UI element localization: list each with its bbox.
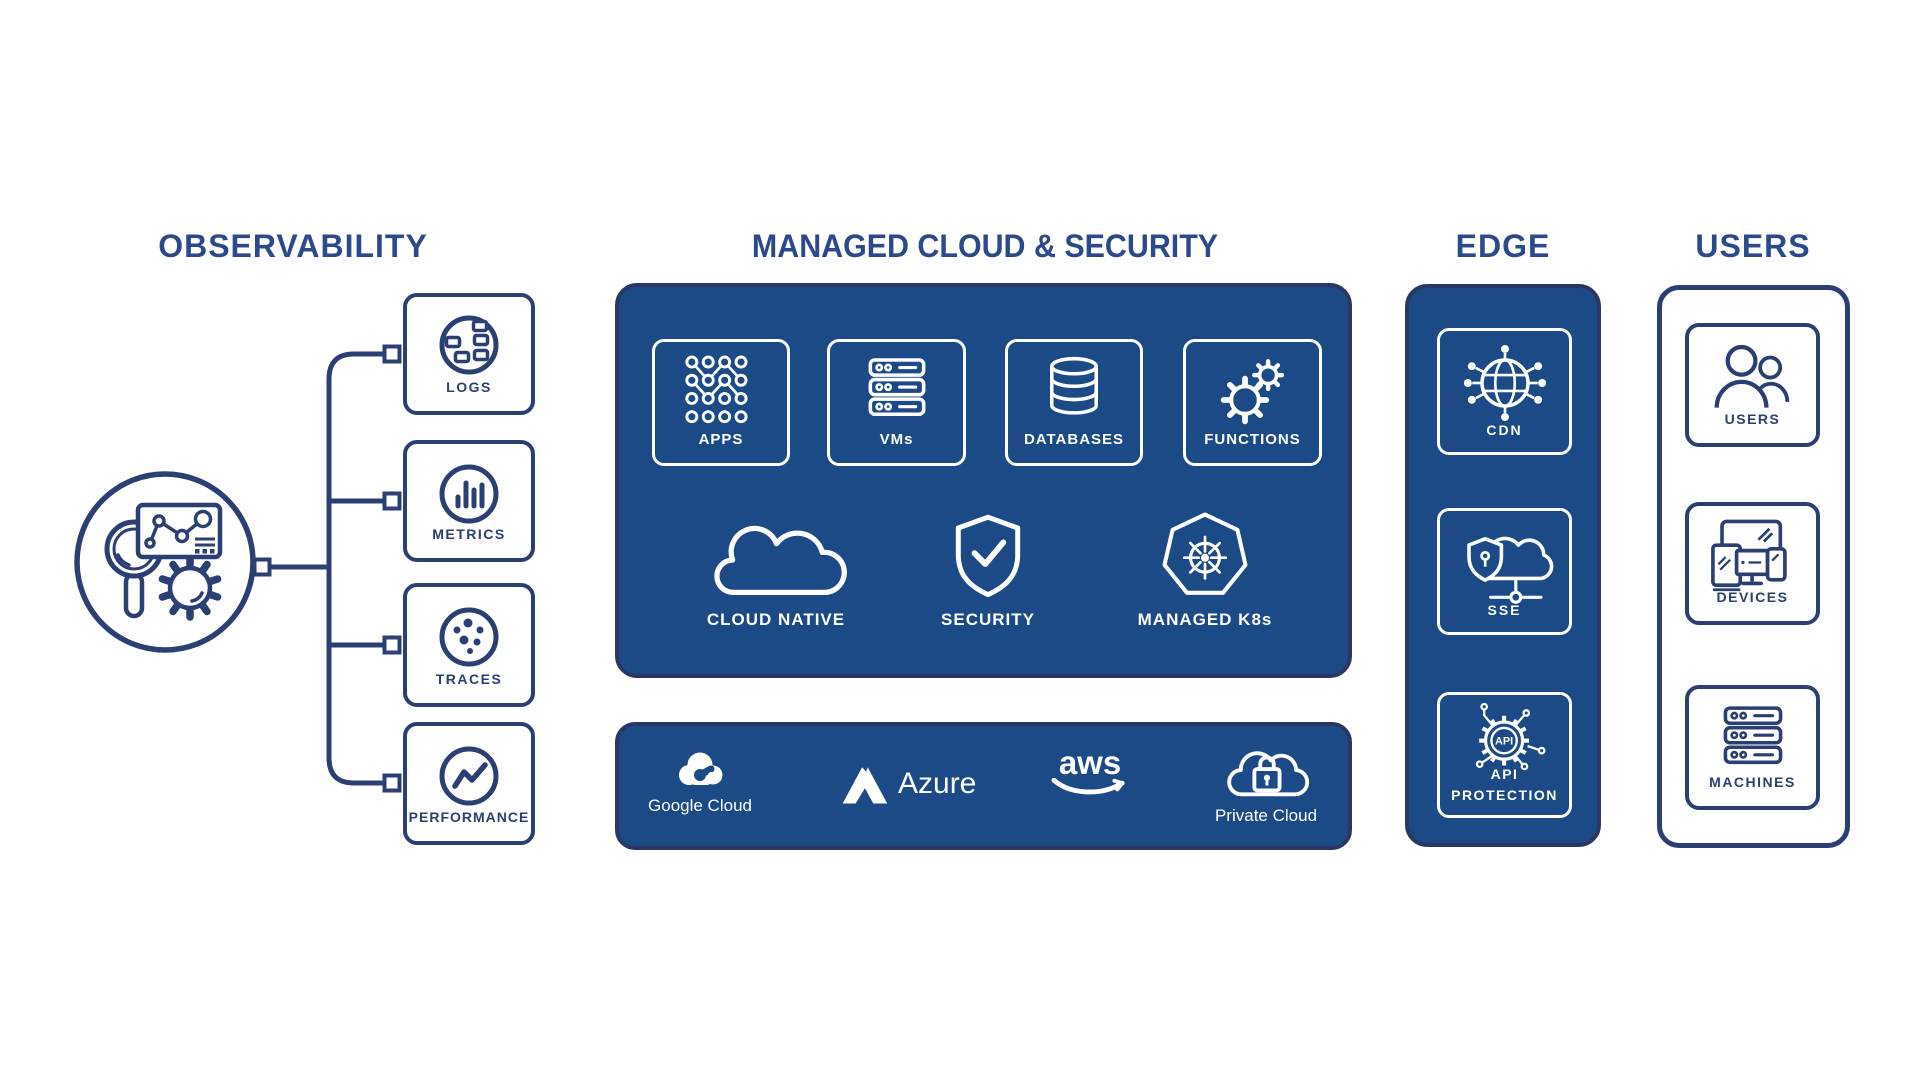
managed-box-vms: VMs <box>827 339 966 466</box>
managed-cloud-panel <box>615 283 1352 678</box>
connector-node <box>382 773 402 793</box>
managed-box-apps: APPS <box>652 339 790 466</box>
managed-figure-k8s: MANAGED K8s <box>1137 510 1273 630</box>
managed-figure-security: SECURITY <box>938 510 1038 630</box>
provider-google-cloud: Google Cloud <box>640 748 760 816</box>
performance-icon <box>407 738 531 814</box>
box-label: PERFORMANCE <box>408 809 530 825</box>
observability-box-performance: PERFORMANCE <box>403 722 535 845</box>
box-label: FUNCTIONS <box>1204 431 1301 449</box>
observability-box-metrics: METRICS <box>403 440 535 562</box>
managed-figure-cloud-native: CLOUD NATIVE <box>701 518 851 630</box>
observability-magnifier-icon <box>74 471 256 653</box>
azure-icon <box>842 767 888 804</box>
provider-aws: aws <box>1051 744 1129 800</box>
users-icon <box>1689 337 1816 421</box>
box-label: METRICS <box>432 526 506 542</box>
apps-icon <box>655 352 787 434</box>
vms-icon <box>830 352 963 432</box>
users-box-devices: DEVICES <box>1685 502 1820 625</box>
box-label: CDN <box>1486 421 1523 438</box>
users-box-users: USERS <box>1685 323 1820 447</box>
users-box-machines: MACHINES <box>1685 685 1820 810</box>
edge-box-sse: SSE <box>1437 508 1572 635</box>
api-protection-icon: API <box>1440 699 1569 785</box>
box-label: LOGS <box>446 379 492 395</box>
box-label: MACHINES <box>1709 774 1796 790</box>
private-cloud-icon <box>1227 751 1310 797</box>
box-label: USERS <box>1724 411 1781 427</box>
connector-node <box>382 344 402 364</box>
observability-box-logs: LOGS <box>403 293 535 415</box>
users-title: USERS <box>1695 228 1811 264</box>
connector-node <box>382 491 402 511</box>
box-label: TRACES <box>435 671 503 687</box>
machines-icon <box>1689 701 1816 781</box>
box-label: VMs <box>879 431 914 449</box>
traces-icon <box>407 599 531 675</box>
cdn-icon <box>1440 337 1569 429</box>
cloud-native-icon <box>713 525 847 595</box>
observability-title: OBSERVABILITY <box>158 228 428 264</box>
aws-smile-icon <box>1051 777 1125 795</box>
api-icon-text: API <box>1495 736 1513 748</box>
provider-azure: Azure <box>838 762 976 806</box>
managed-cloud-title: MANAGED CLOUD & SECURITY <box>751 228 1219 264</box>
provider-label: Private Cloud <box>1214 806 1318 825</box>
figure-label: CLOUD NATIVE <box>706 610 846 629</box>
box-label: DATABASES <box>1023 431 1125 449</box>
edge-box-api-protection: API API PROTECTION <box>1437 692 1572 818</box>
box-label: APPS <box>698 431 744 449</box>
provider-label: Azure <box>898 767 977 800</box>
databases-icon <box>1008 352 1140 432</box>
google-cloud-icon <box>679 752 723 785</box>
figure-label: MANAGED K8s <box>1137 610 1273 629</box>
security-shield-icon <box>955 514 1021 598</box>
functions-icon <box>1186 352 1319 432</box>
provider-label: aws <box>1058 744 1122 781</box>
provider-private-cloud: Private Cloud <box>1206 740 1326 826</box>
box-label: DEVICES <box>1716 589 1789 605</box>
box-label: API PROTECTION <box>1451 766 1558 803</box>
devices-icon <box>1689 516 1816 598</box>
edge-title: EDGE <box>1455 228 1551 264</box>
sse-icon <box>1440 519 1569 609</box>
logs-icon <box>407 309 531 385</box>
metrics-icon <box>407 456 531 532</box>
figure-label: SECURITY <box>941 610 1035 629</box>
observability-box-traces: TRACES <box>403 583 535 707</box>
provider-label: Google Cloud <box>648 796 752 815</box>
managed-box-functions: FUNCTIONS <box>1183 339 1322 466</box>
edge-box-cdn: CDN <box>1437 328 1572 455</box>
managed-box-databases: DATABASES <box>1005 339 1143 466</box>
connector-node <box>382 635 402 655</box>
box-label: SSE <box>1487 601 1522 618</box>
kubernetes-icon <box>1162 512 1248 595</box>
